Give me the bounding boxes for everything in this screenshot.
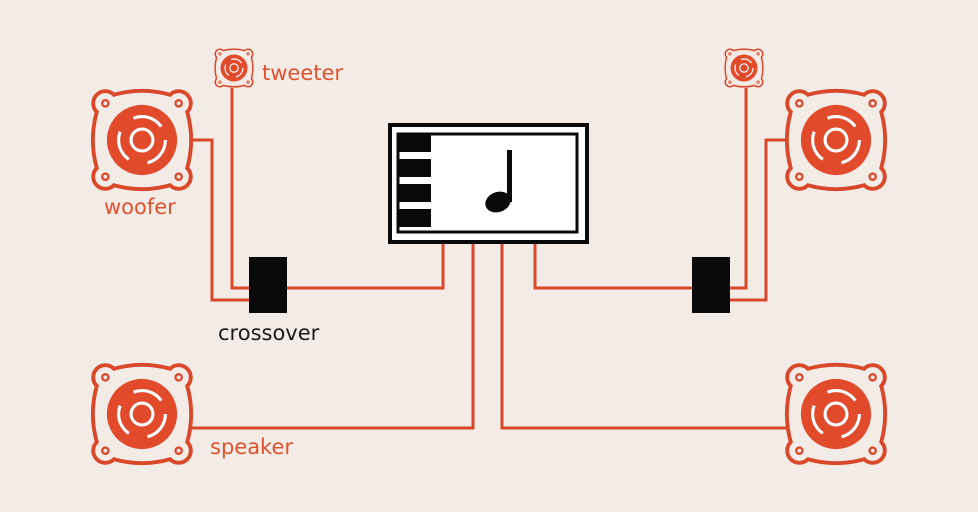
speaker-icon-right-speaker [784, 362, 888, 466]
speaker-icon-right-tweeter [724, 48, 764, 88]
speaker-icon-left-tweeter [214, 48, 254, 88]
wire-left-woofer [192, 138, 250, 302]
wires [192, 88, 786, 430]
wire-right-crossover-to-unit [533, 242, 692, 290]
head-unit-button-4 [398, 209, 431, 227]
wire-right-tweeter [730, 88, 748, 290]
crossover-left [249, 257, 287, 313]
wire-left-speaker [192, 242, 475, 430]
music-note-icon [485, 150, 512, 213]
head-unit-button-1 [398, 134, 431, 152]
speaker-icon-left-woofer [90, 88, 194, 192]
head-unit-button-3 [398, 184, 431, 202]
wire-right-woofer [730, 138, 786, 302]
speaker-label: speaker [210, 435, 293, 459]
crossover-right [692, 257, 730, 313]
tweeter-label: tweeter [262, 61, 343, 85]
woofer-label: woofer [104, 195, 176, 219]
crossover-label: crossover [218, 321, 320, 345]
wire-left-tweeter [230, 88, 250, 290]
head-unit-button-2 [398, 159, 431, 177]
wire-left-crossover-to-unit [287, 242, 445, 290]
speaker-icon-left-speaker [90, 362, 194, 466]
speaker-icon-right-woofer [784, 88, 888, 192]
head-unit [388, 123, 589, 244]
wire-right-speaker [500, 242, 786, 430]
